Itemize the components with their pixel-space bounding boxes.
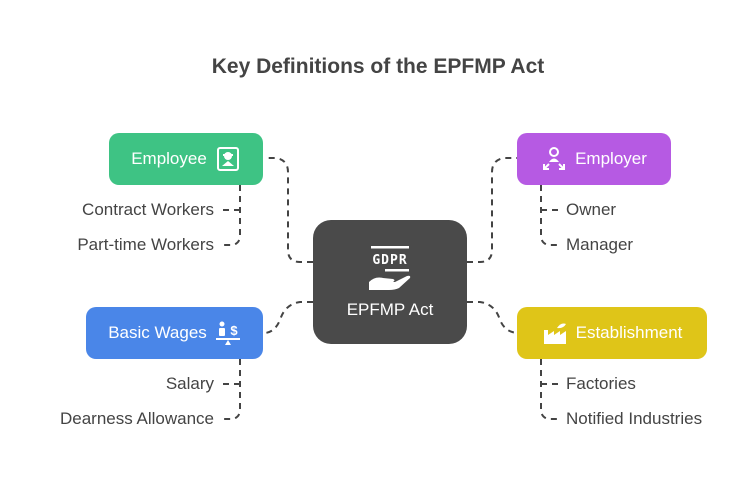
establishment-child-1: Factories [566, 374, 636, 393]
employee-child-1: Contract Workers [82, 200, 214, 219]
employee-node[interactable]: Employee [109, 133, 263, 185]
basic-wages-child-2: Dearness Allowance [59, 409, 214, 428]
basic-wages-child-1: Salary [165, 374, 214, 393]
gdpr-hand-icon: GDPR [369, 246, 411, 290]
link-center-establishment [467, 301, 518, 334]
employer-child-1: Owner [566, 200, 617, 219]
wage-balance-icon: $ [215, 321, 240, 345]
establishment-label: Establishment [575, 323, 683, 342]
basic-wages-node[interactable]: Basic Wages $ [86, 307, 263, 359]
link-center-basicwages [264, 301, 313, 334]
link-employer-children [540, 185, 559, 246]
svg-text:$: $ [230, 323, 238, 338]
establishment-child-2: Notified Industries [566, 409, 703, 428]
link-employee-children [222, 185, 241, 246]
employer-child-2: Manager [566, 235, 634, 254]
link-basicwages-children [222, 359, 241, 420]
basic-wages-label: Basic Wages [108, 323, 207, 342]
center-label: EPFMP Act [346, 300, 434, 319]
link-establishment-children [540, 359, 559, 420]
link-center-employer [467, 157, 517, 263]
center-node[interactable]: GDPR EPFMP Act [313, 220, 467, 344]
employer-node[interactable]: Employer [517, 133, 671, 185]
employee-label: Employee [131, 149, 207, 168]
diagram-title: Key Definitions of the EPFMP Act [211, 55, 545, 78]
factory-icon [543, 323, 566, 344]
establishment-node[interactable]: Establishment [517, 307, 707, 359]
link-center-employee [265, 157, 313, 263]
worker-badge-icon [216, 147, 239, 171]
employer-label: Employer [575, 149, 647, 168]
employee-child-2: Part-time Workers [77, 235, 214, 254]
gdpr-icon-text: GDPR [372, 253, 407, 268]
manager-network-icon [543, 147, 566, 170]
